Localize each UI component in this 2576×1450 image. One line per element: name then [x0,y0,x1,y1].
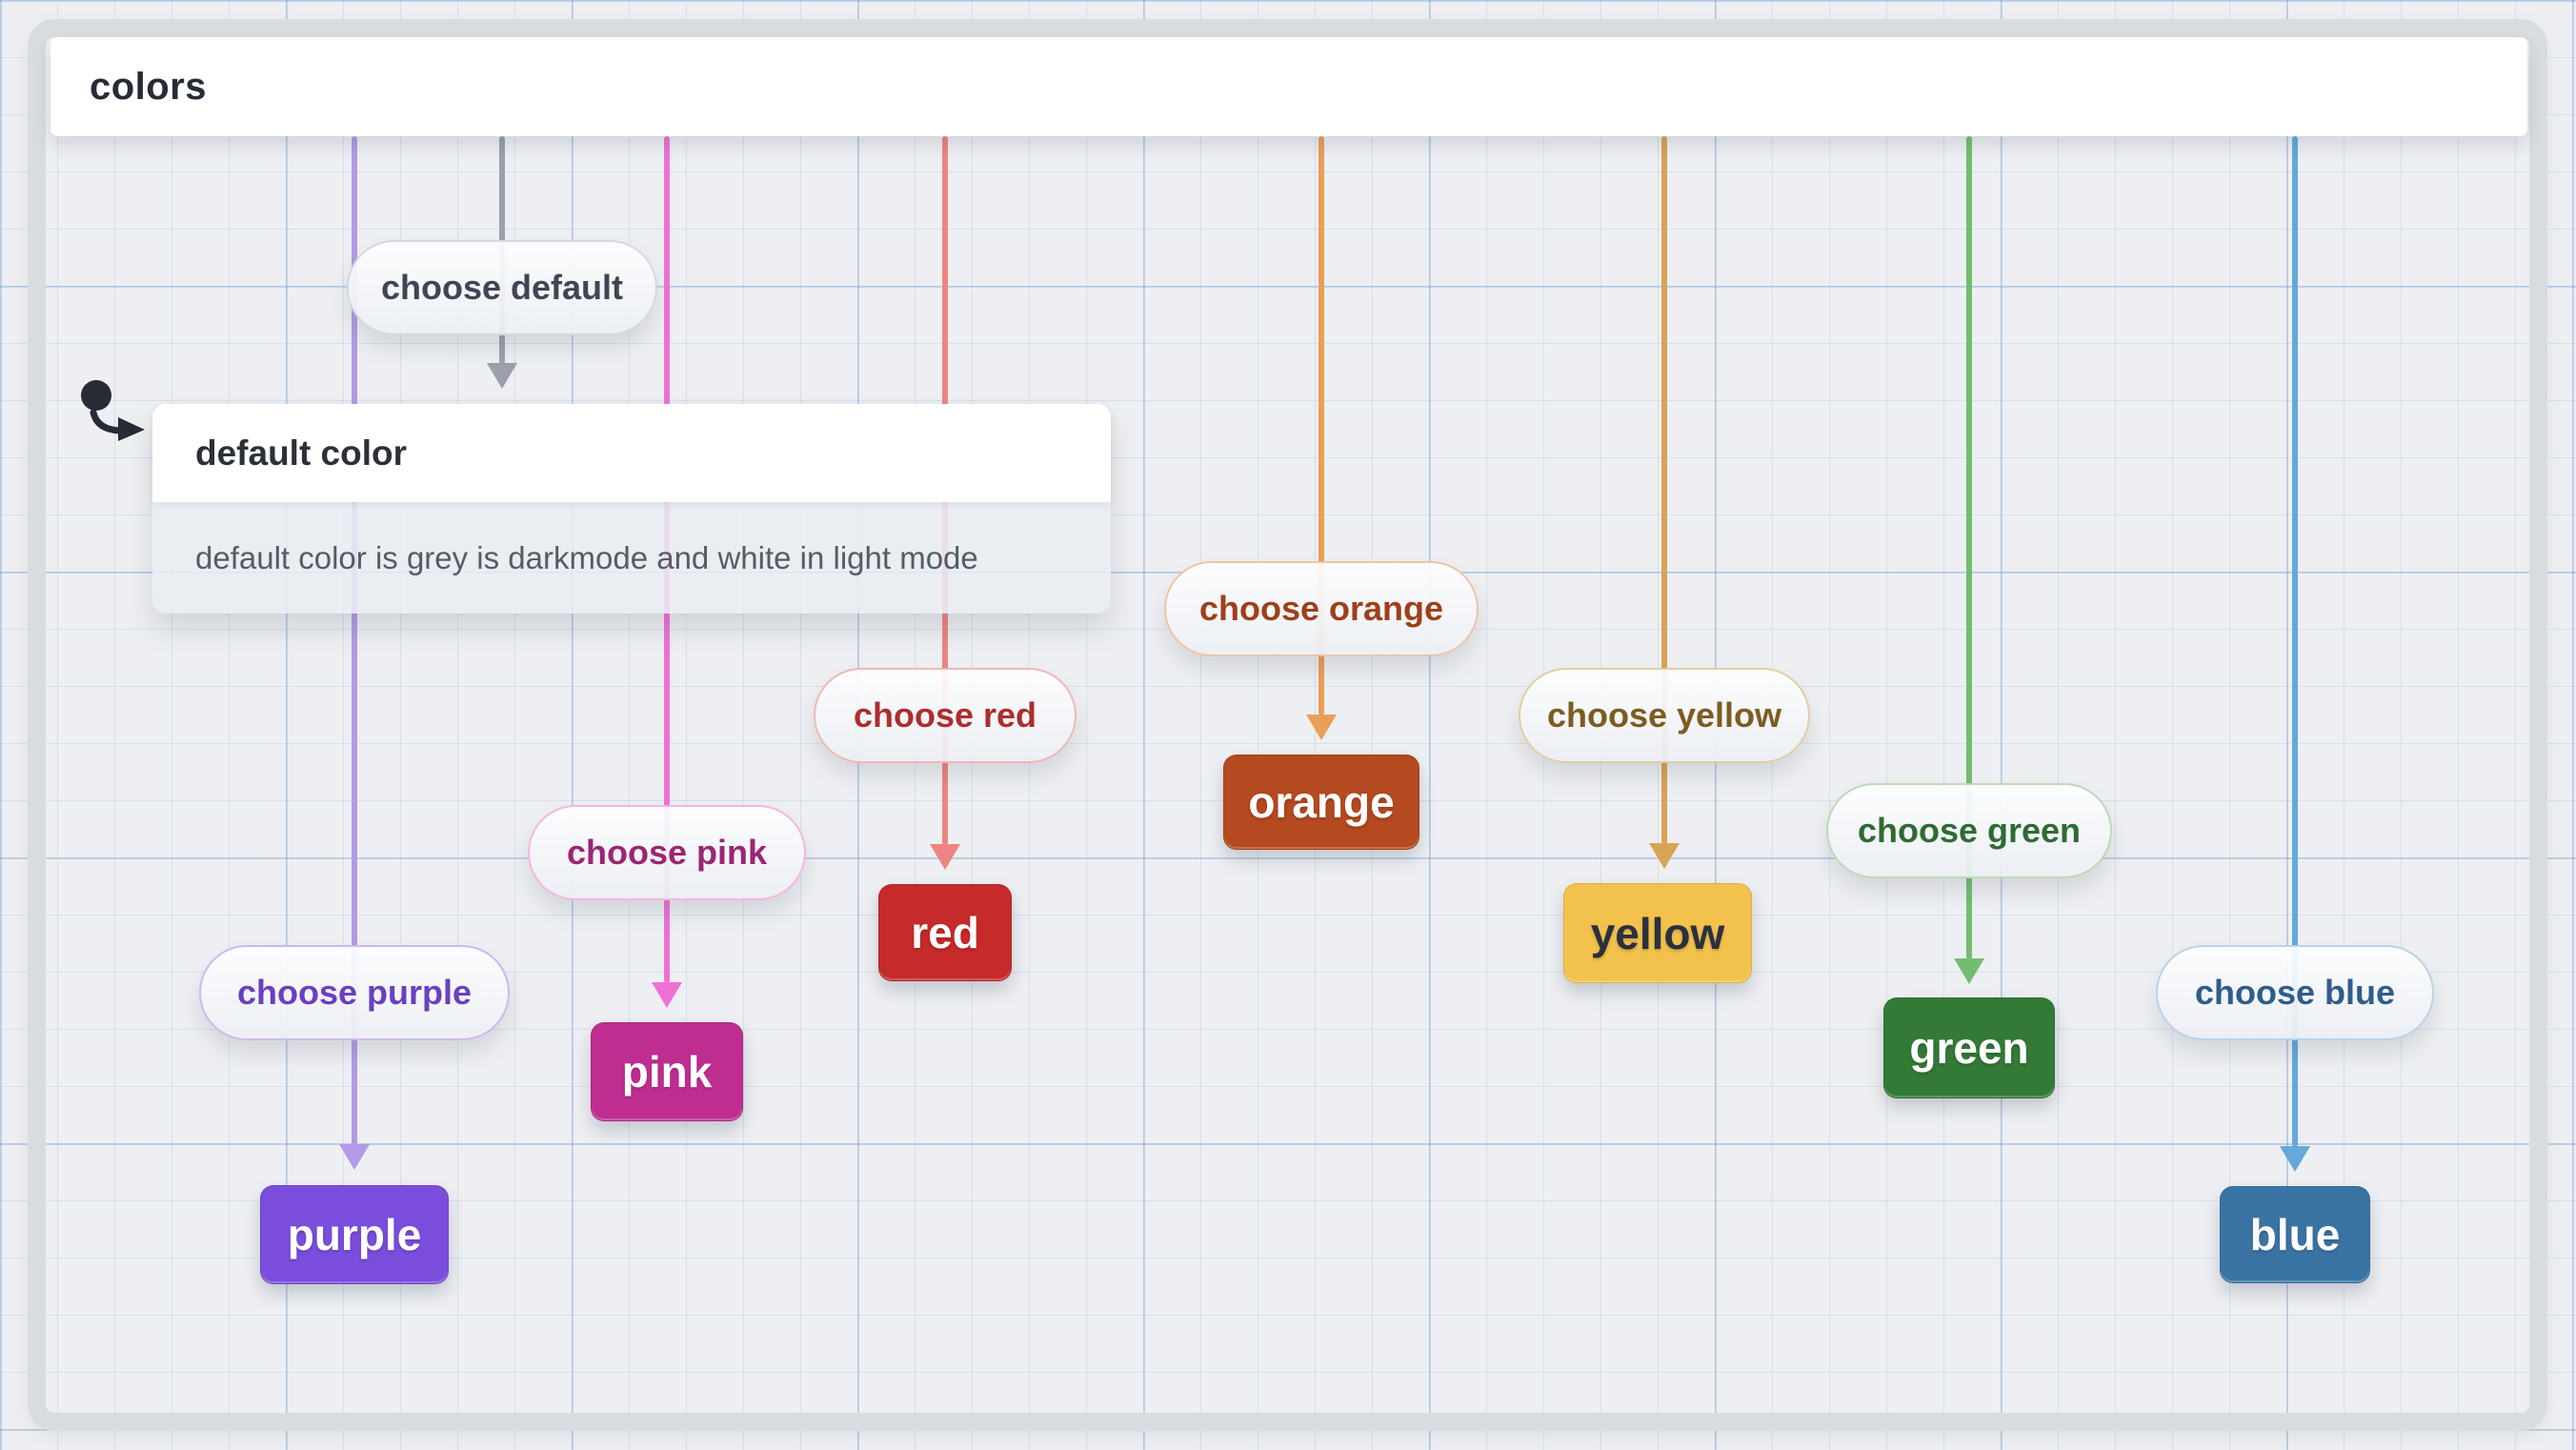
pill-label: choose blue [2194,973,2396,1012]
node-label: purple [287,1210,422,1259]
pill-choose-red[interactable]: choose red [814,668,1077,763]
lifeline-green [1966,136,1972,959]
pill-choose-orange[interactable]: choose orange [1164,561,1479,656]
diagram-title: colors [90,65,208,108]
note-card[interactable]: default color default color is grey is d… [152,404,1111,614]
arrowhead-icon [652,982,682,1008]
pill-choose-blue[interactable]: choose blue [2156,945,2434,1040]
arrowhead-icon [1954,958,1984,984]
note-card-title: default color [152,404,1111,502]
node-blue[interactable]: blue [2220,1186,2370,1283]
pill-choose-purple[interactable]: choose purple [199,945,510,1040]
node-pink[interactable]: pink [591,1022,743,1121]
node-orange[interactable]: orange [1223,755,1419,850]
arrowhead-icon [1306,715,1337,740]
pill-choose-green[interactable]: choose green [1826,783,2112,878]
lifeline-yellow [1661,136,1667,844]
pill-label: choose pink [566,833,768,872]
node-label: orange [1248,777,1395,827]
pill-label: choose default [380,268,624,307]
pill-label: choose red [853,695,1037,735]
pill-label: choose purple [236,973,473,1012]
pill-choose-default[interactable]: choose default [347,240,657,335]
node-green[interactable]: green [1883,997,2055,1098]
pill-choose-pink[interactable]: choose pink [528,805,806,900]
pill-choose-yellow[interactable]: choose yellow [1519,668,1810,763]
node-red[interactable]: red [878,884,1012,981]
diagram-header[interactable]: colors [50,37,2527,136]
lifeline-blue [2292,136,2298,1147]
node-label: red [911,908,979,957]
node-label: blue [2249,1210,2341,1259]
arrowhead-icon [1649,843,1680,869]
note-card-body: default color is grey is darkmode and wh… [152,502,1111,614]
node-label: pink [621,1047,713,1097]
node-label: green [1909,1023,2029,1073]
arrowhead-icon [930,844,960,870]
curved-arrow-icon [81,380,145,441]
lifeline-purple [352,136,357,1145]
node-yellow[interactable]: yellow [1563,883,1752,983]
arrowhead-icon [339,1144,370,1170]
node-label: yellow [1590,908,1725,958]
pill-label: choose green [1857,811,2082,850]
arrowhead-icon [2280,1146,2310,1172]
arrowhead-icon [487,363,517,389]
pill-label: choose orange [1198,589,1444,628]
node-purple[interactable]: purple [260,1185,449,1284]
lifeline-orange [1318,136,1324,715]
pill-label: choose yellow [1546,695,1782,735]
